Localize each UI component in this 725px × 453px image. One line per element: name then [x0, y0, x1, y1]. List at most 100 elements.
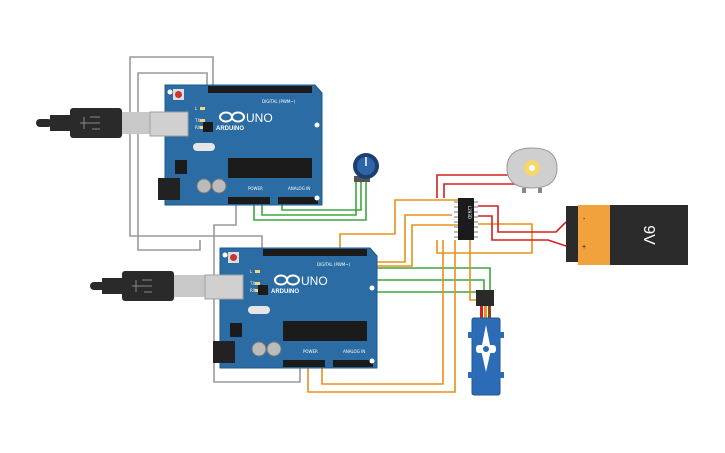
- wire-red-batt-2[interactable]: [478, 215, 567, 247]
- led-rx-label: RX: [195, 125, 201, 130]
- voltage-regulator: [230, 323, 242, 337]
- atmega-chip: [228, 158, 312, 178]
- power-jack: [213, 341, 235, 363]
- analog-header[interactable]: [278, 197, 318, 204]
- wire-green-pot-2[interactable]: [261, 181, 357, 216]
- analog-label: ANALOG IN: [288, 186, 310, 191]
- crystal: [193, 143, 215, 151]
- arduino-board-2[interactable]: DIGITAL (PWM~) ARDUINO UNO L TX RX POWER…: [204, 247, 378, 369]
- servo-hub: [483, 346, 489, 352]
- led-rx: [255, 289, 260, 292]
- reset-button-cap: [175, 91, 182, 98]
- mount-hole: [314, 122, 320, 128]
- servo-tab-bottom: [468, 372, 504, 378]
- wire-orange-3[interactable]: [356, 224, 458, 267]
- mount-hole: [369, 285, 375, 291]
- usb-chip: [258, 285, 268, 295]
- usb-chip: [203, 122, 213, 132]
- servo-motor[interactable]: [468, 290, 504, 396]
- led-tx-label: TX: [194, 118, 200, 123]
- led-rx: [200, 126, 205, 129]
- wire-orange-4[interactable]: [307, 240, 456, 393]
- brand-label: ARDUINO: [216, 126, 244, 132]
- led-l: [200, 107, 205, 110]
- battery-9v[interactable]: 9V - +: [566, 205, 688, 265]
- servo-connector: [476, 290, 494, 306]
- l293d-driver[interactable]: L293D: [454, 198, 478, 240]
- servo-lead-red: [480, 306, 483, 320]
- analog-header[interactable]: [333, 360, 373, 367]
- digital-label: DIGITAL (PWM~): [317, 262, 351, 267]
- mount-hole: [314, 195, 320, 201]
- battery-cap: [566, 206, 578, 262]
- usb-icon: [132, 279, 152, 293]
- capacitor-1: [251, 341, 267, 357]
- brand-label: ARDUINO: [271, 289, 299, 295]
- motor-terminal-2: [538, 188, 542, 193]
- usb-cable-1[interactable]: [36, 108, 168, 138]
- wire-gray-3[interactable]: [213, 200, 301, 383]
- led-tx-label: TX: [249, 281, 255, 286]
- wire-green-pot-1[interactable]: [253, 181, 367, 221]
- power-header[interactable]: [228, 197, 270, 204]
- capacitor-1: [196, 178, 212, 194]
- digital-label: DIGITAL (PWM~): [262, 99, 296, 104]
- battery-minus-label: -: [583, 216, 586, 223]
- crystal: [248, 306, 270, 314]
- mount-hole: [369, 358, 375, 364]
- analog-label: ANALOG IN: [343, 349, 365, 354]
- usb-strain-relief: [50, 115, 72, 131]
- pot-base: [354, 176, 370, 182]
- wire-green-servo-1[interactable]: [347, 267, 491, 290]
- wire-orange-5[interactable]: [321, 240, 444, 385]
- digital-header[interactable]: [263, 249, 367, 256]
- led-l-label: L: [195, 106, 198, 111]
- power-label: POWER: [248, 186, 263, 191]
- arduino-board-1[interactable]: DIGITAL (PWM~) ARDUINO UNO L TX RX POWER…: [149, 84, 323, 206]
- usb-cable-2[interactable]: [90, 271, 222, 301]
- capacitor-2: [266, 341, 282, 357]
- battery-label: 9V: [640, 225, 657, 245]
- model-label: UNO: [246, 111, 273, 125]
- usb-icon: [80, 116, 100, 130]
- l293d-label: L293D: [467, 206, 472, 219]
- usb-cable-end: [36, 119, 52, 127]
- wire-orange-6[interactable]: [436, 223, 533, 254]
- reset-button-cap: [230, 254, 237, 261]
- wire-orange-1[interactable]: [339, 199, 458, 252]
- battery-plus-label: +: [582, 244, 586, 251]
- usb-port: [204, 274, 244, 300]
- battery-body: [578, 205, 610, 265]
- dc-motor[interactable]: [506, 147, 558, 193]
- mount-hole: [167, 89, 173, 95]
- wire-green-servo-2[interactable]: [355, 279, 485, 290]
- usb-strain-relief: [102, 278, 124, 294]
- power-jack: [158, 178, 180, 200]
- l293d-pins: [454, 201, 478, 238]
- motor-terminal-1: [522, 188, 526, 193]
- usb-cable-end: [90, 282, 106, 290]
- led-l-label: L: [250, 269, 253, 274]
- led-tx: [255, 282, 260, 285]
- servo-lead-orange: [484, 306, 487, 320]
- power-header[interactable]: [283, 360, 325, 367]
- power-label: POWER: [303, 349, 318, 354]
- motor-shaft: [529, 165, 535, 171]
- wire-red-batt-1[interactable]: [478, 205, 567, 233]
- arduino-logo: [219, 111, 245, 123]
- servo-lead-brown: [488, 306, 491, 320]
- voltage-regulator: [175, 160, 187, 174]
- digital-header[interactable]: [208, 86, 312, 93]
- atmega-chip: [283, 321, 367, 341]
- wire-gray-2[interactable]: [137, 72, 208, 251]
- potentiometer[interactable]: [353, 153, 379, 182]
- led-l: [255, 270, 260, 273]
- usb-port: [149, 111, 189, 137]
- led-rx-label: RX: [250, 288, 256, 293]
- wire-gray-1[interactable]: [129, 56, 263, 250]
- l293d-body: [458, 198, 474, 240]
- arduino-logo: [274, 274, 300, 286]
- capacitor-2: [211, 178, 227, 194]
